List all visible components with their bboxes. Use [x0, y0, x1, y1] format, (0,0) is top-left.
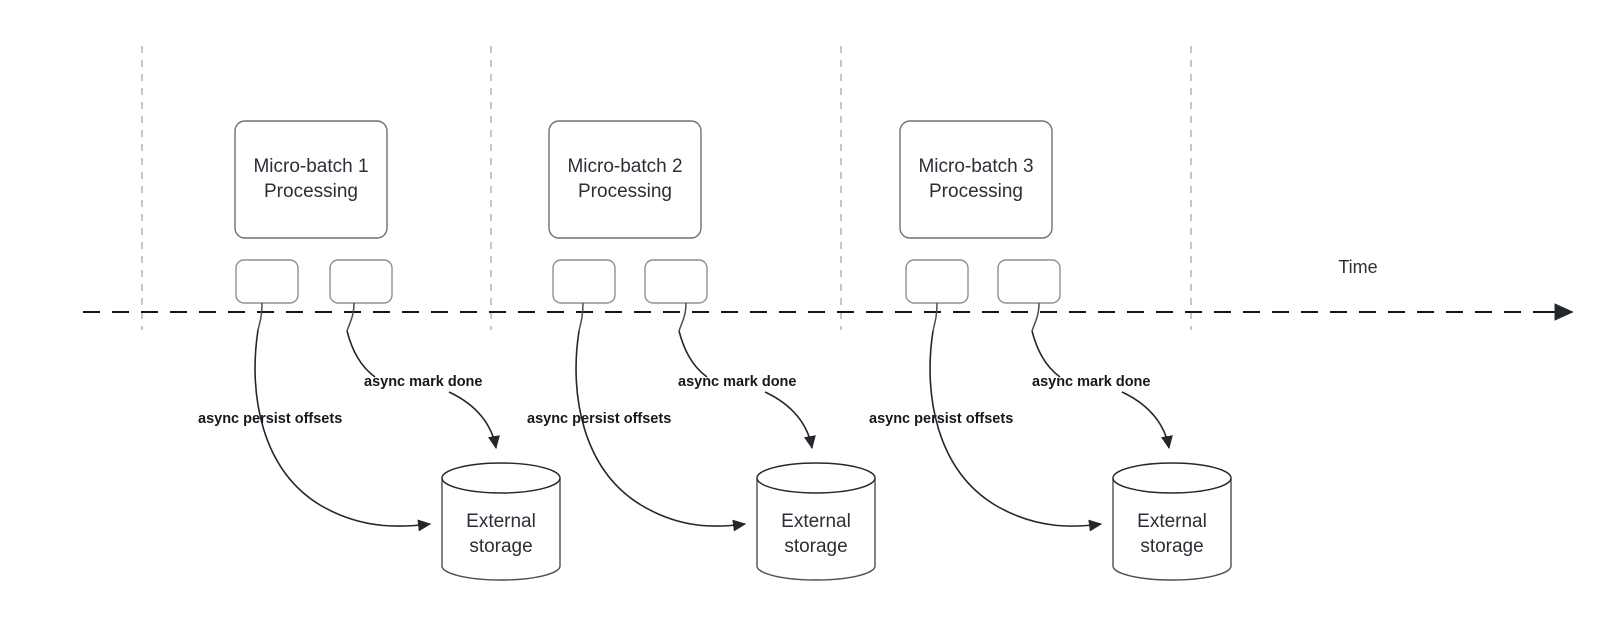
micro-batch-2-box[interactable]: Micro-batch 2 Processing	[548, 120, 702, 239]
persist-offsets-curve-1	[254, 329, 432, 532]
external-storage-3-top	[1112, 462, 1232, 494]
task-box-2b[interactable]	[644, 259, 708, 304]
micro-batch-3-label-line2: Processing	[929, 181, 1023, 202]
mark-done-curve-2-tail	[764, 391, 816, 450]
edge-label-mark-done-2: async mark done	[678, 374, 796, 390]
micro-batch-2-label-line2: Processing	[578, 181, 672, 202]
micro-batch-3-box[interactable]: Micro-batch 3 Processing	[899, 120, 1053, 239]
mark-done-curve-1-tail	[448, 391, 500, 450]
external-storage-3-body	[1112, 478, 1232, 581]
mark-done-curve-3	[1031, 330, 1061, 378]
task-box-2a[interactable]	[552, 259, 616, 304]
external-storage-2-body	[756, 478, 876, 581]
external-storage-2-top	[756, 462, 876, 494]
external-storage-1[interactable]: External storage	[441, 462, 561, 581]
external-storage-3-label-line2: storage	[1140, 536, 1203, 557]
connector-1a	[257, 302, 263, 331]
persist-offsets-curve-3	[929, 330, 1103, 532]
micro-batch-2-rect	[548, 120, 702, 239]
connector-2b	[678, 302, 687, 332]
micro-batch-1-rect	[234, 120, 388, 239]
external-storage-2-label-line2: storage	[784, 536, 847, 557]
connector-3b	[1031, 302, 1040, 332]
edge-label-persist-offsets-3: async persist offsets	[869, 411, 1013, 427]
mark-done-curve-2	[678, 330, 708, 378]
edge-label-mark-done-1: async mark done	[364, 374, 482, 390]
external-storage-1-body	[441, 478, 561, 581]
external-storage-1-top	[441, 462, 561, 494]
connector-1b	[346, 302, 355, 332]
edge-label-persist-offsets-1: async persist offsets	[198, 411, 342, 427]
external-storage-1-label-line1: External	[466, 511, 536, 532]
tick-lines-layer	[141, 46, 1192, 330]
task-box-1a[interactable]	[235, 259, 299, 304]
time-axis: Time	[83, 257, 1574, 321]
task-box-3b[interactable]	[997, 259, 1061, 304]
persist-offsets-curve-2	[575, 330, 747, 532]
edge-label-mark-done-3: async mark done	[1032, 374, 1150, 390]
connector-2a	[578, 302, 584, 332]
external-storage-3[interactable]: External storage	[1112, 462, 1232, 581]
external-storage-1-label-line2: storage	[469, 536, 532, 557]
task-box-3a[interactable]	[905, 259, 969, 304]
external-storage-3-label-line1: External	[1137, 511, 1207, 532]
group-3: Micro-batch 3 Processing External storag…	[869, 120, 1232, 581]
external-storage-2[interactable]: External storage	[756, 462, 876, 581]
edge-label-persist-offsets-2: async persist offsets	[527, 411, 671, 427]
micro-batch-1-label-line1: Micro-batch 1	[253, 156, 368, 177]
micro-batch-1-box[interactable]: Micro-batch 1 Processing	[234, 120, 388, 239]
connector-3a	[932, 302, 938, 332]
mark-done-curve-3-tail	[1121, 391, 1173, 450]
micro-batch-1-label-line2: Processing	[264, 181, 358, 202]
external-storage-2-label-line1: External	[781, 511, 851, 532]
group-2: Micro-batch 2 Processing External storag…	[527, 120, 876, 581]
micro-batch-3-rect	[899, 120, 1053, 239]
time-axis-label: Time	[1338, 257, 1377, 277]
micro-batch-2-label-line1: Micro-batch 2	[567, 156, 682, 177]
micro-batch-3-label-line1: Micro-batch 3	[918, 156, 1033, 177]
task-box-1b[interactable]	[329, 259, 393, 304]
group-1: Micro-batch 1 Processing External storag…	[198, 120, 561, 581]
mark-done-curve-1	[346, 330, 376, 378]
